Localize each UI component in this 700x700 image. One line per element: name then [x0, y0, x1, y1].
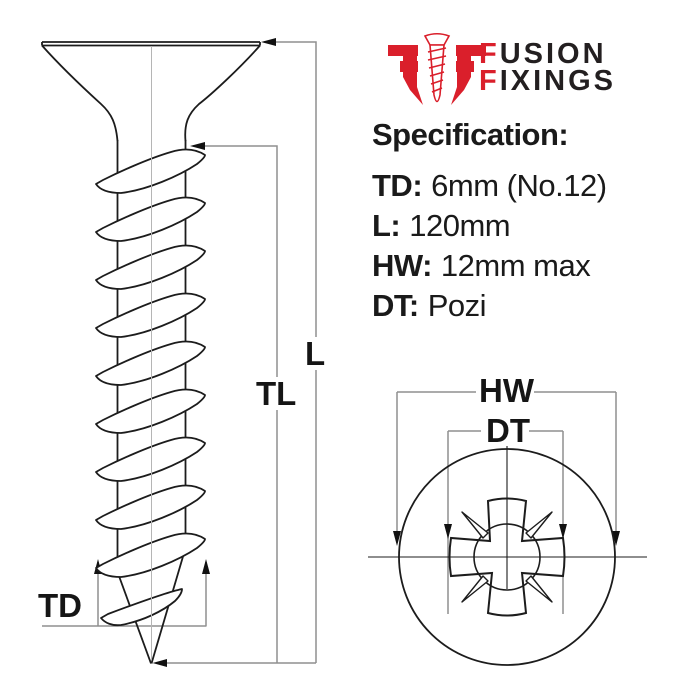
- specification-panel: Specification: TD: 6mm (No.12) L: 120mm …: [372, 119, 682, 326]
- thread-band: [95, 532, 206, 578]
- brand-line-1: FUSION: [479, 38, 616, 70]
- arrow-tip: [152, 659, 167, 667]
- brand-initial-2: F: [479, 65, 500, 97]
- spec-row-thread-diameter: TD: 6mm (No.12): [372, 166, 682, 206]
- arrow-HW-right: [612, 531, 620, 546]
- thread-band: [95, 388, 206, 434]
- brand-initial-1: F: [479, 38, 500, 70]
- brand-rest-2: IXINGS: [499, 65, 617, 97]
- dimension-line-HW-vertical: [396, 392, 617, 533]
- arrow-HW-left: [393, 531, 401, 546]
- spec-label: HW:: [372, 248, 432, 283]
- arrow-TL: [190, 142, 205, 150]
- spec-label: TD:: [372, 168, 423, 203]
- screw-thread-helix: [95, 148, 206, 627]
- spec-label: DT:: [372, 288, 419, 323]
- specification-heading: Specification:: [372, 117, 569, 152]
- dimension-line-DT-vertical: [447, 431, 564, 614]
- spec-row-length: L: 120mm: [372, 206, 682, 246]
- pozi-wedge: [461, 575, 489, 603]
- thread-band: [95, 196, 206, 242]
- dimension-label-DT: DT: [486, 412, 530, 449]
- side-view-dimension-lines: [42, 41, 317, 664]
- spec-row-drive-type: DT: Pozi: [372, 286, 682, 326]
- pozi-wedge: [525, 511, 553, 539]
- thread-band-point: [100, 588, 183, 627]
- dimension-line-TL: [193, 145, 278, 663]
- arrow-TD-right: [202, 559, 210, 574]
- dimension-label-TL: TL: [251, 377, 302, 410]
- brand-rest-1: USION: [499, 38, 607, 70]
- arrow-DT-left: [444, 524, 452, 539]
- pozi-wedge: [461, 511, 489, 539]
- dimension-label-TD: TD: [38, 587, 82, 624]
- spec-value: 6mm (No.12): [431, 168, 607, 203]
- spec-row-head-width: HW: 12mm max: [372, 246, 682, 286]
- ff-monogram: [388, 45, 486, 105]
- arrow-L: [261, 38, 276, 46]
- top-view-arrowheads: [393, 524, 620, 546]
- screw-head-profile: [41, 41, 261, 142]
- thread-band: [95, 340, 206, 386]
- thread-band: [95, 292, 206, 338]
- brand-wordmark: FUSION FIXINGS: [479, 38, 617, 97]
- brand-line-2: FIXINGS: [479, 65, 617, 97]
- arrow-DT-right: [559, 524, 567, 539]
- spec-label: L:: [372, 208, 401, 243]
- top-view-dimension-lines: [396, 391, 617, 614]
- screw-side-view: [41, 41, 261, 664]
- screw-head-top-view: [368, 391, 647, 666]
- thread-band: [95, 484, 206, 530]
- dimension-label-L: L: [300, 337, 331, 370]
- fusion-fixings-logo-icon: [388, 32, 486, 105]
- dimension-label-HW: HW: [479, 372, 534, 409]
- spec-value: Pozi: [427, 288, 487, 323]
- spec-value: 120mm: [409, 208, 511, 243]
- spec-value: 12mm max: [440, 248, 591, 283]
- thread-band: [95, 436, 206, 482]
- dimension-line-L: [264, 41, 317, 663]
- pozi-wedge-marks: [461, 511, 553, 603]
- pozi-wedge: [525, 575, 553, 603]
- center-screw-glyph: [423, 32, 451, 103]
- thread-band: [95, 244, 206, 290]
- thread-band: [95, 148, 206, 194]
